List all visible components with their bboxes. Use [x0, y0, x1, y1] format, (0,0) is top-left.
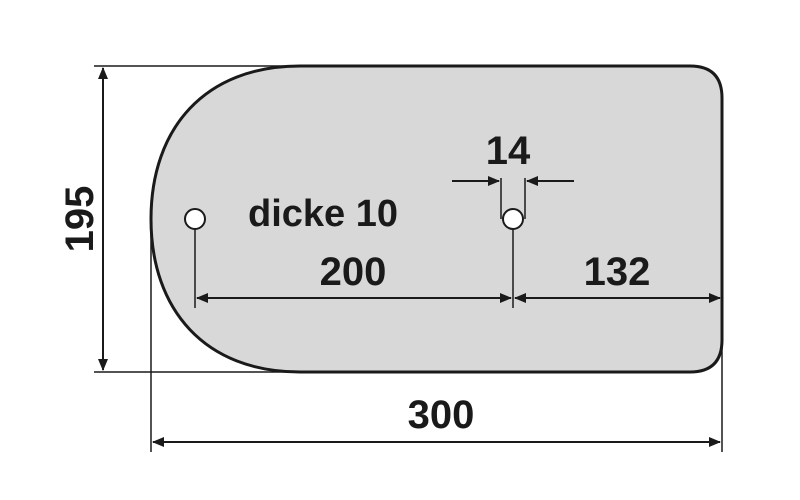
total-width-label: 300	[408, 393, 475, 437]
right-offset-label: 132	[584, 250, 651, 294]
hole-left	[184, 208, 206, 230]
hole-right	[502, 208, 524, 230]
hole-diameter-label: 14	[486, 129, 531, 173]
height-label: 195	[58, 186, 102, 253]
plate-outline	[149, 64, 724, 374]
hole-spacing-label: 200	[320, 250, 387, 294]
thickness-label: dicke 10	[248, 193, 398, 235]
